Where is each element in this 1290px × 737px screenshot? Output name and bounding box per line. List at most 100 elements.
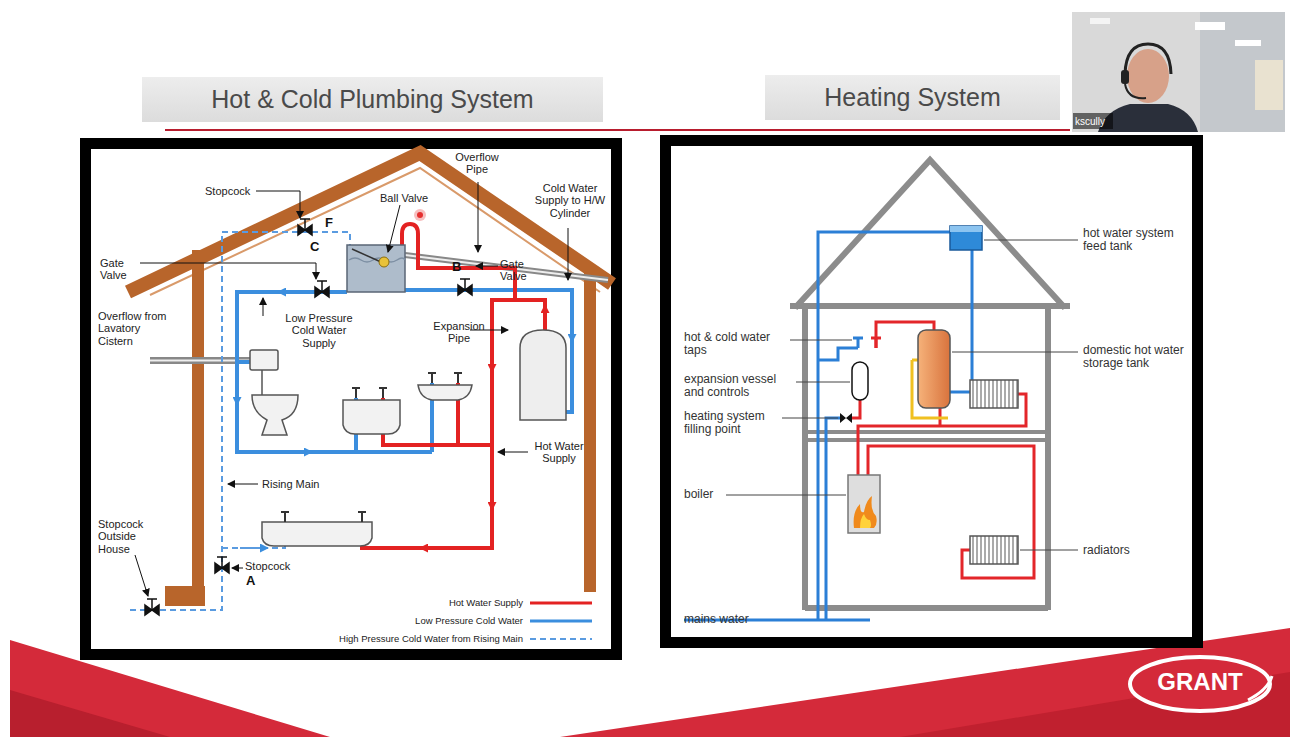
cold-water-pipe	[950, 250, 972, 392]
flow-arrow	[278, 291, 300, 293]
tap-symbol	[853, 338, 881, 348]
flow-arrow	[237, 292, 572, 548]
tap-symbol	[352, 388, 360, 398]
callout-label: Cold Water Supply to H/W Cylinder	[530, 182, 610, 219]
webcam-feed	[1121, 70, 1129, 84]
callout-label: boiler	[684, 488, 744, 501]
expansion-vessel	[840, 413, 852, 423]
flow-arrow	[420, 547, 445, 549]
house-outline	[802, 306, 808, 610]
callout-label: Stopcock	[245, 560, 300, 572]
hot-water-cylinder	[520, 330, 566, 420]
flow-arrow	[236, 385, 238, 405]
house-outline	[805, 438, 1048, 442]
grant-logo	[1248, 676, 1272, 700]
leader-line	[256, 191, 300, 218]
slide-decoration	[165, 129, 1070, 131]
leader-line	[228, 484, 258, 485]
hot-water-cylinder	[520, 330, 566, 420]
callout-label: radiators	[1083, 544, 1153, 557]
flow-arrow	[544, 305, 546, 322]
tap-symbol	[853, 338, 863, 348]
leader-line	[952, 352, 1078, 353]
legend-text: Hot Water Supply	[300, 597, 523, 608]
legend-line	[530, 638, 592, 640]
house-outline	[795, 160, 1065, 308]
leader-line	[726, 240, 1078, 550]
leader-line	[568, 228, 569, 280]
cold-water-pipe	[237, 360, 250, 364]
expansion-vessel	[852, 362, 868, 400]
house-outline	[150, 168, 600, 295]
valve-letter: F	[325, 216, 339, 231]
feed-tank	[950, 226, 982, 250]
flow-arrow	[290, 451, 312, 453]
callout-label: mains water	[684, 613, 774, 626]
callout-label: Low Pressure Cold Water Supply	[278, 312, 360, 349]
webcam-feed	[1195, 22, 1225, 30]
presenter-name: kscully	[1075, 116, 1120, 127]
cistern-tank	[347, 245, 405, 292]
tap-symbol	[358, 512, 366, 522]
hot-water-pipe	[868, 446, 1034, 578]
hot-water-pipe	[852, 322, 1034, 578]
title-text: Heating System	[824, 83, 1000, 112]
panel-frame	[660, 135, 1203, 648]
house-outline	[584, 270, 596, 592]
pointer-dot	[417, 212, 423, 218]
valve-letter: A	[246, 574, 260, 589]
house-outline	[790, 160, 1070, 610]
webcam-feed	[1072, 12, 1285, 132]
house-outline	[790, 303, 1070, 309]
rising-main	[130, 232, 350, 610]
slide-decoration	[10, 690, 170, 737]
radiator	[970, 380, 1018, 408]
title-text: Hot & Cold Plumbing System	[211, 85, 533, 114]
callout-label: hot water system feed tank	[1083, 227, 1188, 254]
boiler	[848, 475, 880, 533]
webcam-feed	[1072, 12, 1285, 132]
tap-symbol	[281, 373, 462, 522]
legend-text: Low Pressure Cold Water	[300, 615, 523, 626]
flow-arrow	[491, 488, 493, 510]
feed-tank	[950, 226, 982, 250]
slide-decoration	[10, 130, 1290, 737]
cistern-tank	[347, 245, 405, 292]
leader-line	[232, 568, 243, 569]
sanitary-fitting	[252, 395, 298, 435]
sanitary-fitting	[418, 385, 472, 400]
cold-water-pipe	[237, 292, 432, 452]
tap-symbol	[454, 373, 462, 383]
flow-arrow	[491, 350, 493, 372]
leader-line	[984, 240, 1078, 241]
legend-text: High Pressure Cold Water from Rising Mai…	[300, 633, 523, 644]
hot-water-pipe	[852, 400, 860, 418]
panel-frame	[80, 138, 622, 660]
callout-label: domestic hot water storage tank	[1083, 344, 1195, 371]
leader-line	[478, 182, 479, 252]
valve-letter: B	[452, 260, 466, 275]
radiator	[970, 380, 1018, 564]
valve-letter: C	[310, 240, 324, 255]
sanitary-fitting	[343, 400, 400, 434]
leader-line	[135, 555, 148, 596]
callout-label: Overflow from Lavatory Cistern	[98, 310, 178, 347]
cold-water-pipe	[237, 290, 572, 452]
flow-arrow	[240, 547, 268, 549]
flow-arrow	[571, 320, 573, 342]
tap-symbol	[428, 373, 436, 383]
callout-label: expansion vessel and controls	[684, 373, 786, 400]
leader-line	[726, 495, 846, 496]
cold-water-pipe	[826, 418, 842, 620]
rising-main	[130, 232, 350, 610]
title-band: Hot & Cold Plumbing System	[142, 77, 603, 122]
panel-frame	[91, 149, 611, 649]
leader-line	[135, 182, 568, 596]
valve-symbol	[317, 281, 327, 292]
cold-water-pipe	[818, 348, 858, 360]
webcam-feed	[1090, 18, 1110, 24]
leader-line	[476, 266, 498, 267]
valve-symbol	[145, 219, 472, 615]
valve-symbol	[147, 599, 157, 610]
